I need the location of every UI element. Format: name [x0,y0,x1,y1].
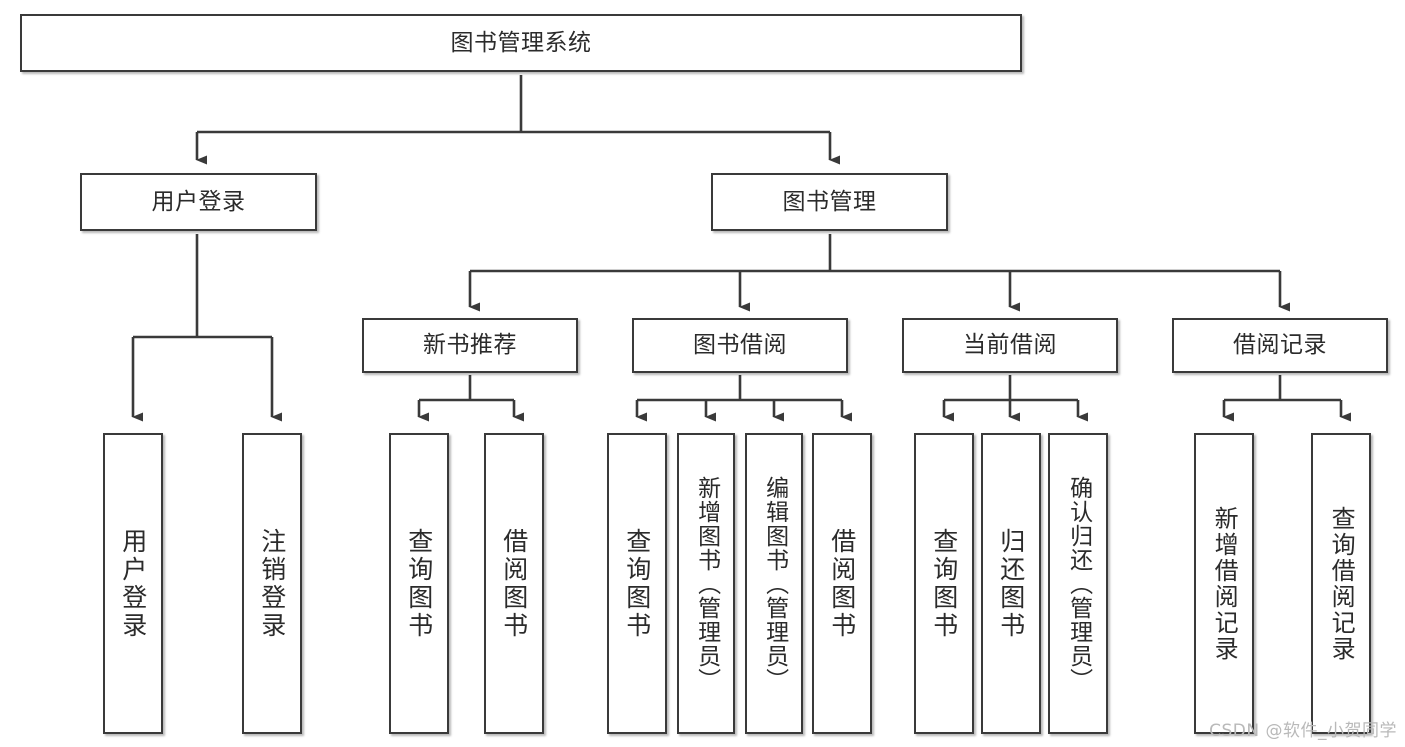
leaf-current-borrow-confirm-return-admin[interactable]: 确认归还（管理员） [1048,433,1108,734]
leaf-book-borrow-edit-book-admin[interactable]: 编辑图书（管理员） [745,433,803,734]
node-new-book-recommend[interactable]: 新书推荐 [362,318,578,373]
leaf-borrow-record-query-record[interactable]: 查询借阅记录 [1311,433,1371,734]
node-label: 查询图书 [929,527,959,640]
leaf-user-login-login[interactable]: 用户登录 [103,433,163,734]
leaf-new-book-borrow-book[interactable]: 借阅图书 [484,433,544,734]
node-label: 图书管理 [782,188,877,215]
leaf-borrow-record-add-record[interactable]: 新增借阅记录 [1194,433,1254,734]
node-root-library-management-system[interactable]: 图书管理系统 [20,14,1022,72]
node-label: 图书借阅 [693,332,787,358]
node-label: 图书管理系统 [450,29,592,56]
node-label: 借阅记录 [1233,332,1327,358]
node-current-borrow[interactable]: 当前借阅 [902,318,1118,373]
node-label: 新增借阅记录 [1210,505,1239,662]
leaf-user-login-logout[interactable]: 注销登录 [242,433,302,734]
leaf-current-borrow-query-book[interactable]: 查询图书 [914,433,974,734]
leaf-book-borrow-add-book-admin[interactable]: 新增图书（管理员） [677,433,735,734]
leaf-book-borrow-query-book[interactable]: 查询图书 [607,433,667,734]
leaf-book-borrow-borrow-book[interactable]: 借阅图书 [812,433,872,734]
node-label: 注销登录 [257,527,287,640]
node-label: 编辑图书（管理员） [761,475,788,692]
node-label: 新增图书（管理员） [693,475,720,692]
node-book-borrow[interactable]: 图书借阅 [632,318,848,373]
node-label: 借阅图书 [499,527,529,640]
node-label: 归还图书 [996,527,1026,640]
node-label: 用户登录 [118,527,148,640]
node-label: 用户登录 [151,188,246,215]
node-user-login[interactable]: 用户登录 [80,173,317,231]
node-label: 借阅图书 [827,527,857,640]
node-label: 新书推荐 [423,332,517,358]
node-label: 查询借阅记录 [1327,505,1356,662]
node-label: 确认归还（管理员） [1065,475,1092,692]
node-label: 查询图书 [404,527,434,640]
node-label: 查询图书 [622,527,652,640]
leaf-current-borrow-return-book[interactable]: 归还图书 [981,433,1041,734]
node-borrow-record[interactable]: 借阅记录 [1172,318,1388,373]
leaf-new-book-query-book[interactable]: 查询图书 [389,433,449,734]
node-book-management[interactable]: 图书管理 [711,173,948,231]
node-label: 当前借阅 [963,332,1057,358]
